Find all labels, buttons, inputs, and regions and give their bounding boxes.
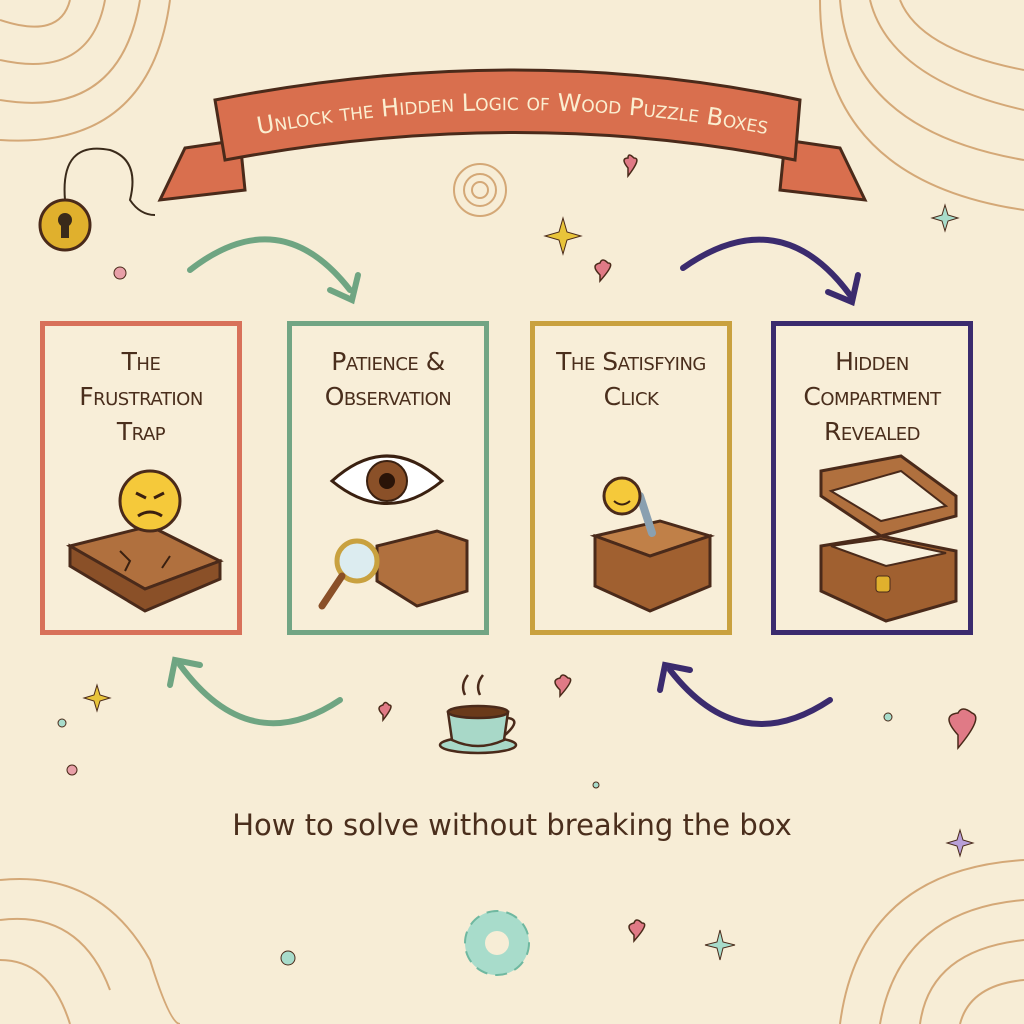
step-card-frustration: The Frustration Trap bbox=[40, 321, 242, 635]
keyhole-pendant-icon bbox=[38, 147, 156, 252]
step-title: The Frustration Trap bbox=[79, 347, 203, 446]
coffee-cup-icon bbox=[438, 674, 518, 755]
scattered-dots bbox=[57, 266, 893, 966]
step-title: Patience & Observation bbox=[324, 347, 452, 411]
angry-face-cracked-box-icon bbox=[66, 469, 224, 613]
step-card-reveal: Hidden Compartment Revealed bbox=[771, 321, 973, 635]
title-banner: Unlock the Hidden Logic of Wood Puzzle B… bbox=[157, 68, 868, 202]
cycle-arrows bbox=[167, 236, 861, 727]
open-chest-sparkles-icon bbox=[819, 454, 958, 623]
subtitle: How to solve without breaking the box bbox=[232, 808, 792, 842]
gear-icon bbox=[464, 910, 530, 976]
step-title: Hidden Compartment Revealed bbox=[803, 347, 941, 446]
step-card-click: The Satisfying Click bbox=[530, 321, 732, 635]
eye-magnifier-box-icon bbox=[318, 454, 469, 610]
step-card-patience: Patience & Observation bbox=[287, 321, 489, 635]
scattered-hearts bbox=[378, 154, 977, 943]
happy-face-lever-box-icon bbox=[589, 476, 715, 613]
step-title: The Satisfying Click bbox=[556, 347, 706, 411]
scattered-sparkles bbox=[82, 203, 975, 961]
swirl-icon bbox=[453, 163, 507, 217]
